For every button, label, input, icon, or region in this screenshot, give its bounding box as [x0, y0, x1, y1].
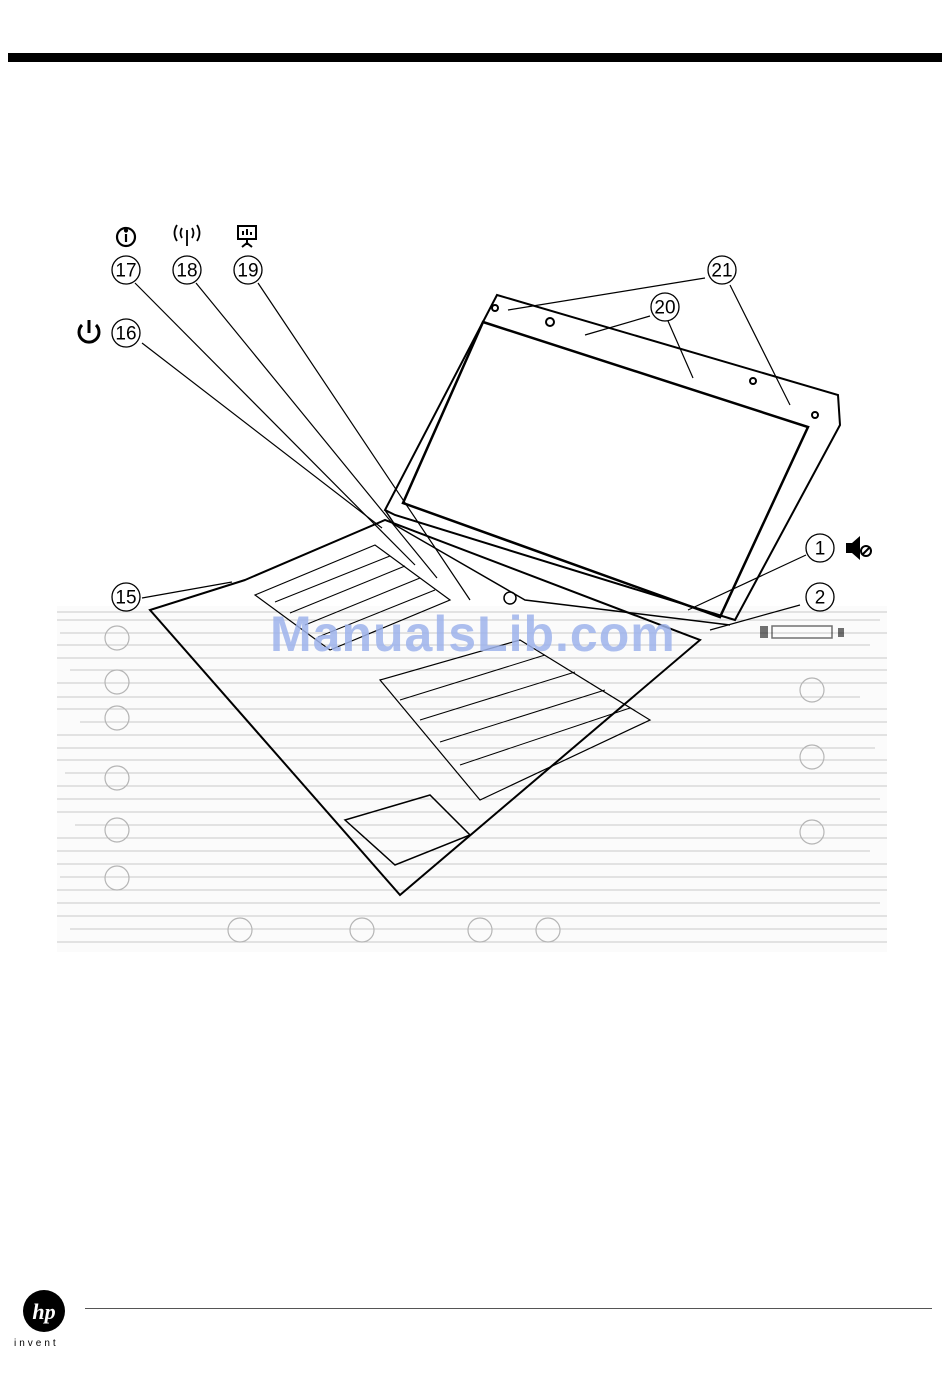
- callout-2: 2: [815, 588, 826, 609]
- mute-icon: [846, 536, 871, 560]
- callout-20: 20: [654, 298, 675, 319]
- callout-17: 17: [115, 261, 136, 282]
- info-icon: [117, 228, 135, 246]
- hp-tagline: invent: [14, 1338, 59, 1349]
- hp-logo: hp: [14, 1288, 74, 1334]
- presentation-icon: [238, 226, 256, 247]
- callout-15: 15: [115, 588, 136, 609]
- wireless-icon: [175, 225, 200, 246]
- callouts: [112, 256, 834, 611]
- laptop-diagram: 17 18 19 21 20 16 1 15 2: [0, 0, 950, 1000]
- callout-18: 18: [176, 261, 197, 282]
- callout-21: 21: [711, 261, 732, 282]
- callout-19: 19: [237, 261, 258, 282]
- callout-1: 1: [815, 539, 826, 560]
- footer-rule: [85, 1308, 932, 1309]
- callout-16: 16: [115, 324, 136, 345]
- hp-logo-text: hp: [32, 1299, 55, 1324]
- watermark: ManualsLib.com: [270, 605, 676, 663]
- power-icon: [79, 320, 99, 342]
- leader-lines: [135, 278, 806, 630]
